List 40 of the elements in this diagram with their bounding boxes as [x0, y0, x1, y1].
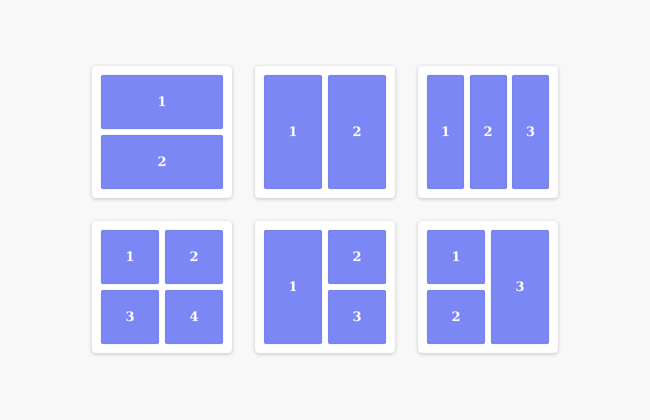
layout-panel	[264, 230, 322, 344]
layout-card	[92, 221, 232, 353]
panel-number: 2	[483, 124, 493, 140]
layout-panel	[101, 230, 159, 284]
layout-card	[255, 221, 395, 353]
layout-panel	[101, 290, 159, 344]
panel-number: 2	[352, 124, 362, 140]
layout-panel	[512, 75, 549, 189]
layout-panel	[470, 75, 506, 189]
layout-panel	[264, 75, 322, 189]
layout-panel	[101, 75, 223, 129]
layout-panel	[427, 230, 485, 284]
layout-panel	[328, 75, 386, 189]
panel-number: 2	[352, 250, 362, 264]
panel-number: 3	[515, 280, 525, 294]
layout-panel	[427, 290, 485, 344]
panel-number: 2	[189, 250, 199, 264]
layout-panel	[427, 75, 464, 189]
panel-number: 3	[352, 310, 362, 324]
panel-number: 1	[440, 124, 450, 140]
layout-panel	[491, 230, 549, 344]
panel-number: 1	[125, 250, 135, 264]
layout-card	[255, 66, 395, 198]
panel-number: 1	[157, 94, 167, 110]
layout-card	[418, 66, 558, 198]
layout-panel	[328, 290, 386, 344]
layout-panel	[328, 230, 386, 284]
panel-number: 1	[451, 250, 461, 264]
layout-card	[418, 221, 558, 353]
panel-number: 1	[288, 124, 298, 140]
panel-number: 4	[189, 310, 199, 324]
panel-number: 3	[526, 124, 536, 140]
layout-panel	[165, 230, 223, 284]
layout-panel	[101, 135, 223, 189]
panel-number: 2	[451, 310, 461, 324]
panel-number: 3	[125, 310, 135, 324]
layout-panel	[165, 290, 223, 344]
layout-card	[92, 66, 232, 198]
panel-number: 1	[288, 280, 298, 294]
panel-number: 2	[157, 154, 167, 170]
